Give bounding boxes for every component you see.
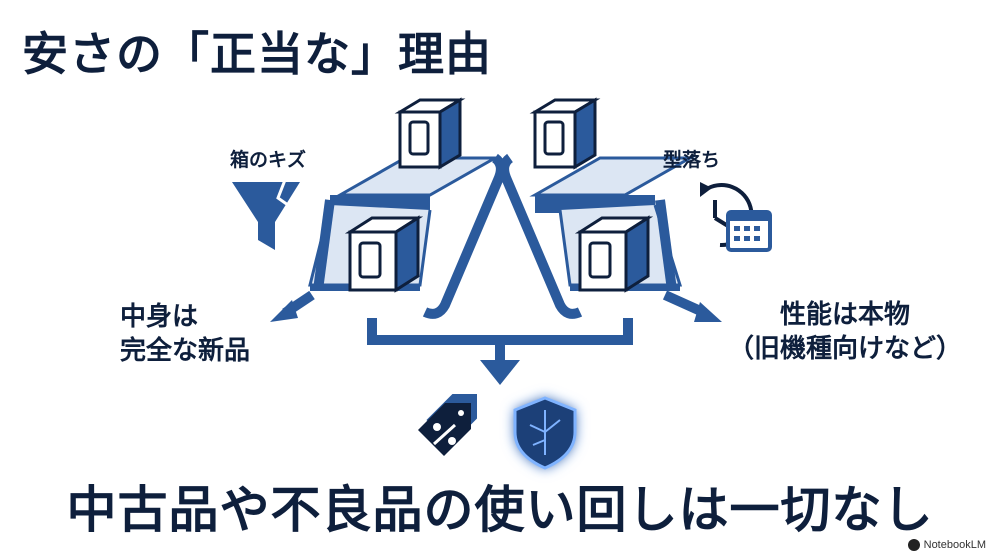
- contents-line-1: 中身は: [120, 302, 199, 332]
- merge-arrow-icon: [367, 318, 633, 385]
- right-arrow-icon: [662, 290, 722, 322]
- brand-name: NotebookLM: [923, 539, 986, 551]
- performance-label: 性能は本物 （旧機種向けなど）: [728, 298, 962, 366]
- conclusion-text: 中古品や不良品の使い回しは一切なし: [66, 481, 934, 539]
- box-icon: [529, 97, 601, 170]
- clock-calendar-icon: [700, 182, 772, 252]
- price-tag-percent-icon: [418, 392, 479, 456]
- contents-line-2: 完全な新品: [120, 336, 251, 366]
- box-icon: [344, 215, 424, 293]
- performance-line-2: （旧機種向けなど）: [728, 334, 963, 364]
- left-arrow-icon: [270, 290, 315, 322]
- page-title: 安さの「正当な」理由: [22, 27, 492, 81]
- funnel-icon: [232, 179, 300, 250]
- shield-icon: [513, 396, 577, 470]
- box-icon: [394, 97, 466, 170]
- box-icon: [574, 215, 654, 293]
- box-damage-label: 箱のキズ: [230, 149, 307, 171]
- brand-watermark: NotebookLM: [907, 539, 986, 551]
- performance-line-1: 性能は本物: [780, 300, 911, 330]
- brand-logo-icon: [907, 539, 920, 551]
- old-model-label: 型落ち: [663, 149, 721, 171]
- contents-new-label: 中身は 完全な新品: [120, 300, 250, 368]
